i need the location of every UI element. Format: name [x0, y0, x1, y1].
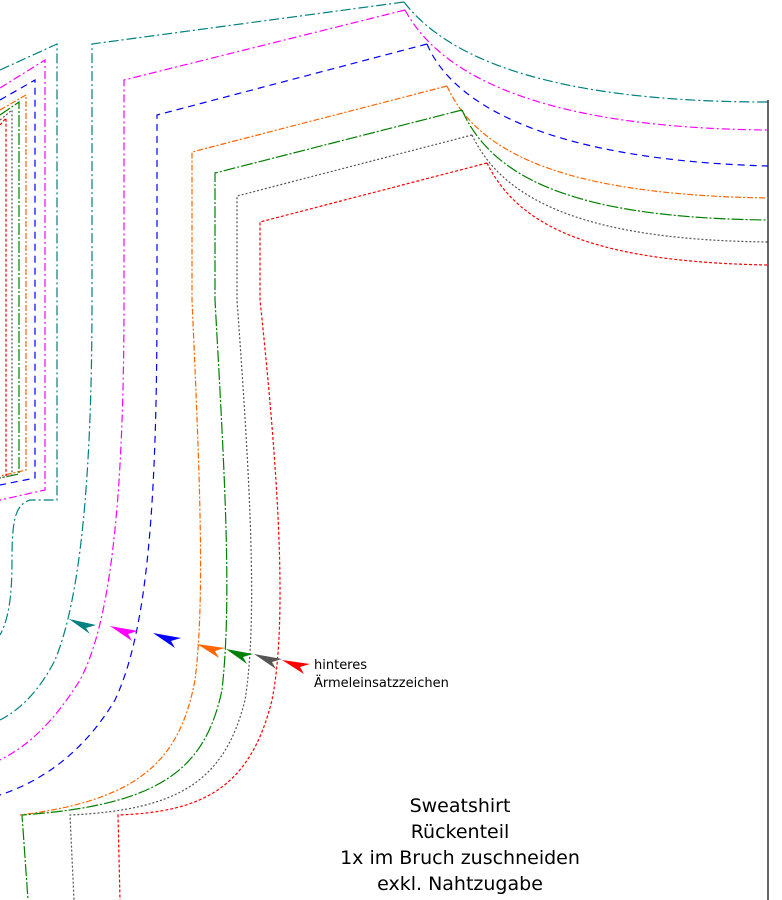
armhole-magenta — [0, 9, 406, 761]
notch-blue — [153, 633, 181, 648]
piece-info: Sweatshirt Rückenteil 1x im Bruch zuschn… — [340, 795, 580, 895]
notch-grey — [254, 654, 282, 669]
neckline-blue — [426, 43, 769, 167]
adjacent-green — [0, 100, 20, 479]
notch-red — [282, 660, 310, 674]
armhole-curves — [0, 1, 488, 900]
notch-teal — [69, 619, 96, 634]
notch-label-line1: hinteres — [314, 658, 367, 673]
neckline-teal — [403, 1, 769, 103]
notch-magenta — [110, 626, 138, 641]
piece-cut-instruction: 1x im Bruch zuschneiden — [340, 847, 580, 869]
neckline-curves — [403, 1, 769, 266]
neckline-orange — [446, 85, 769, 199]
neckline-red — [486, 162, 769, 266]
piece-garment: Sweatshirt — [410, 795, 511, 817]
armhole-teal — [0, 1, 405, 721]
notch-orange — [197, 644, 225, 658]
neckline-grey — [471, 134, 769, 243]
notch-green — [226, 649, 253, 664]
armhole-orange — [19, 85, 448, 816]
adjacent-red — [0, 116, 7, 476]
armhole-blue — [0, 43, 428, 796]
notch-label-line2: Ärmeleinsatzzeichen — [314, 675, 449, 691]
notch-markers — [69, 619, 310, 674]
adjacent-teal — [0, 43, 58, 636]
piece-seam-allowance: exkl. Nahtzugabe — [377, 873, 543, 895]
adjacent-blue — [0, 78, 36, 486]
piece-name: Rückenteil — [411, 821, 510, 843]
neckline-magenta — [404, 9, 769, 131]
adjacent-piece — [0, 43, 58, 636]
armhole-green — [21, 109, 463, 900]
adjacent-magenta — [0, 58, 46, 501]
neckline-green — [461, 109, 769, 221]
armhole-red — [117, 162, 488, 900]
armhole-grey — [69, 134, 473, 900]
adjacent-orange — [0, 93, 27, 477]
